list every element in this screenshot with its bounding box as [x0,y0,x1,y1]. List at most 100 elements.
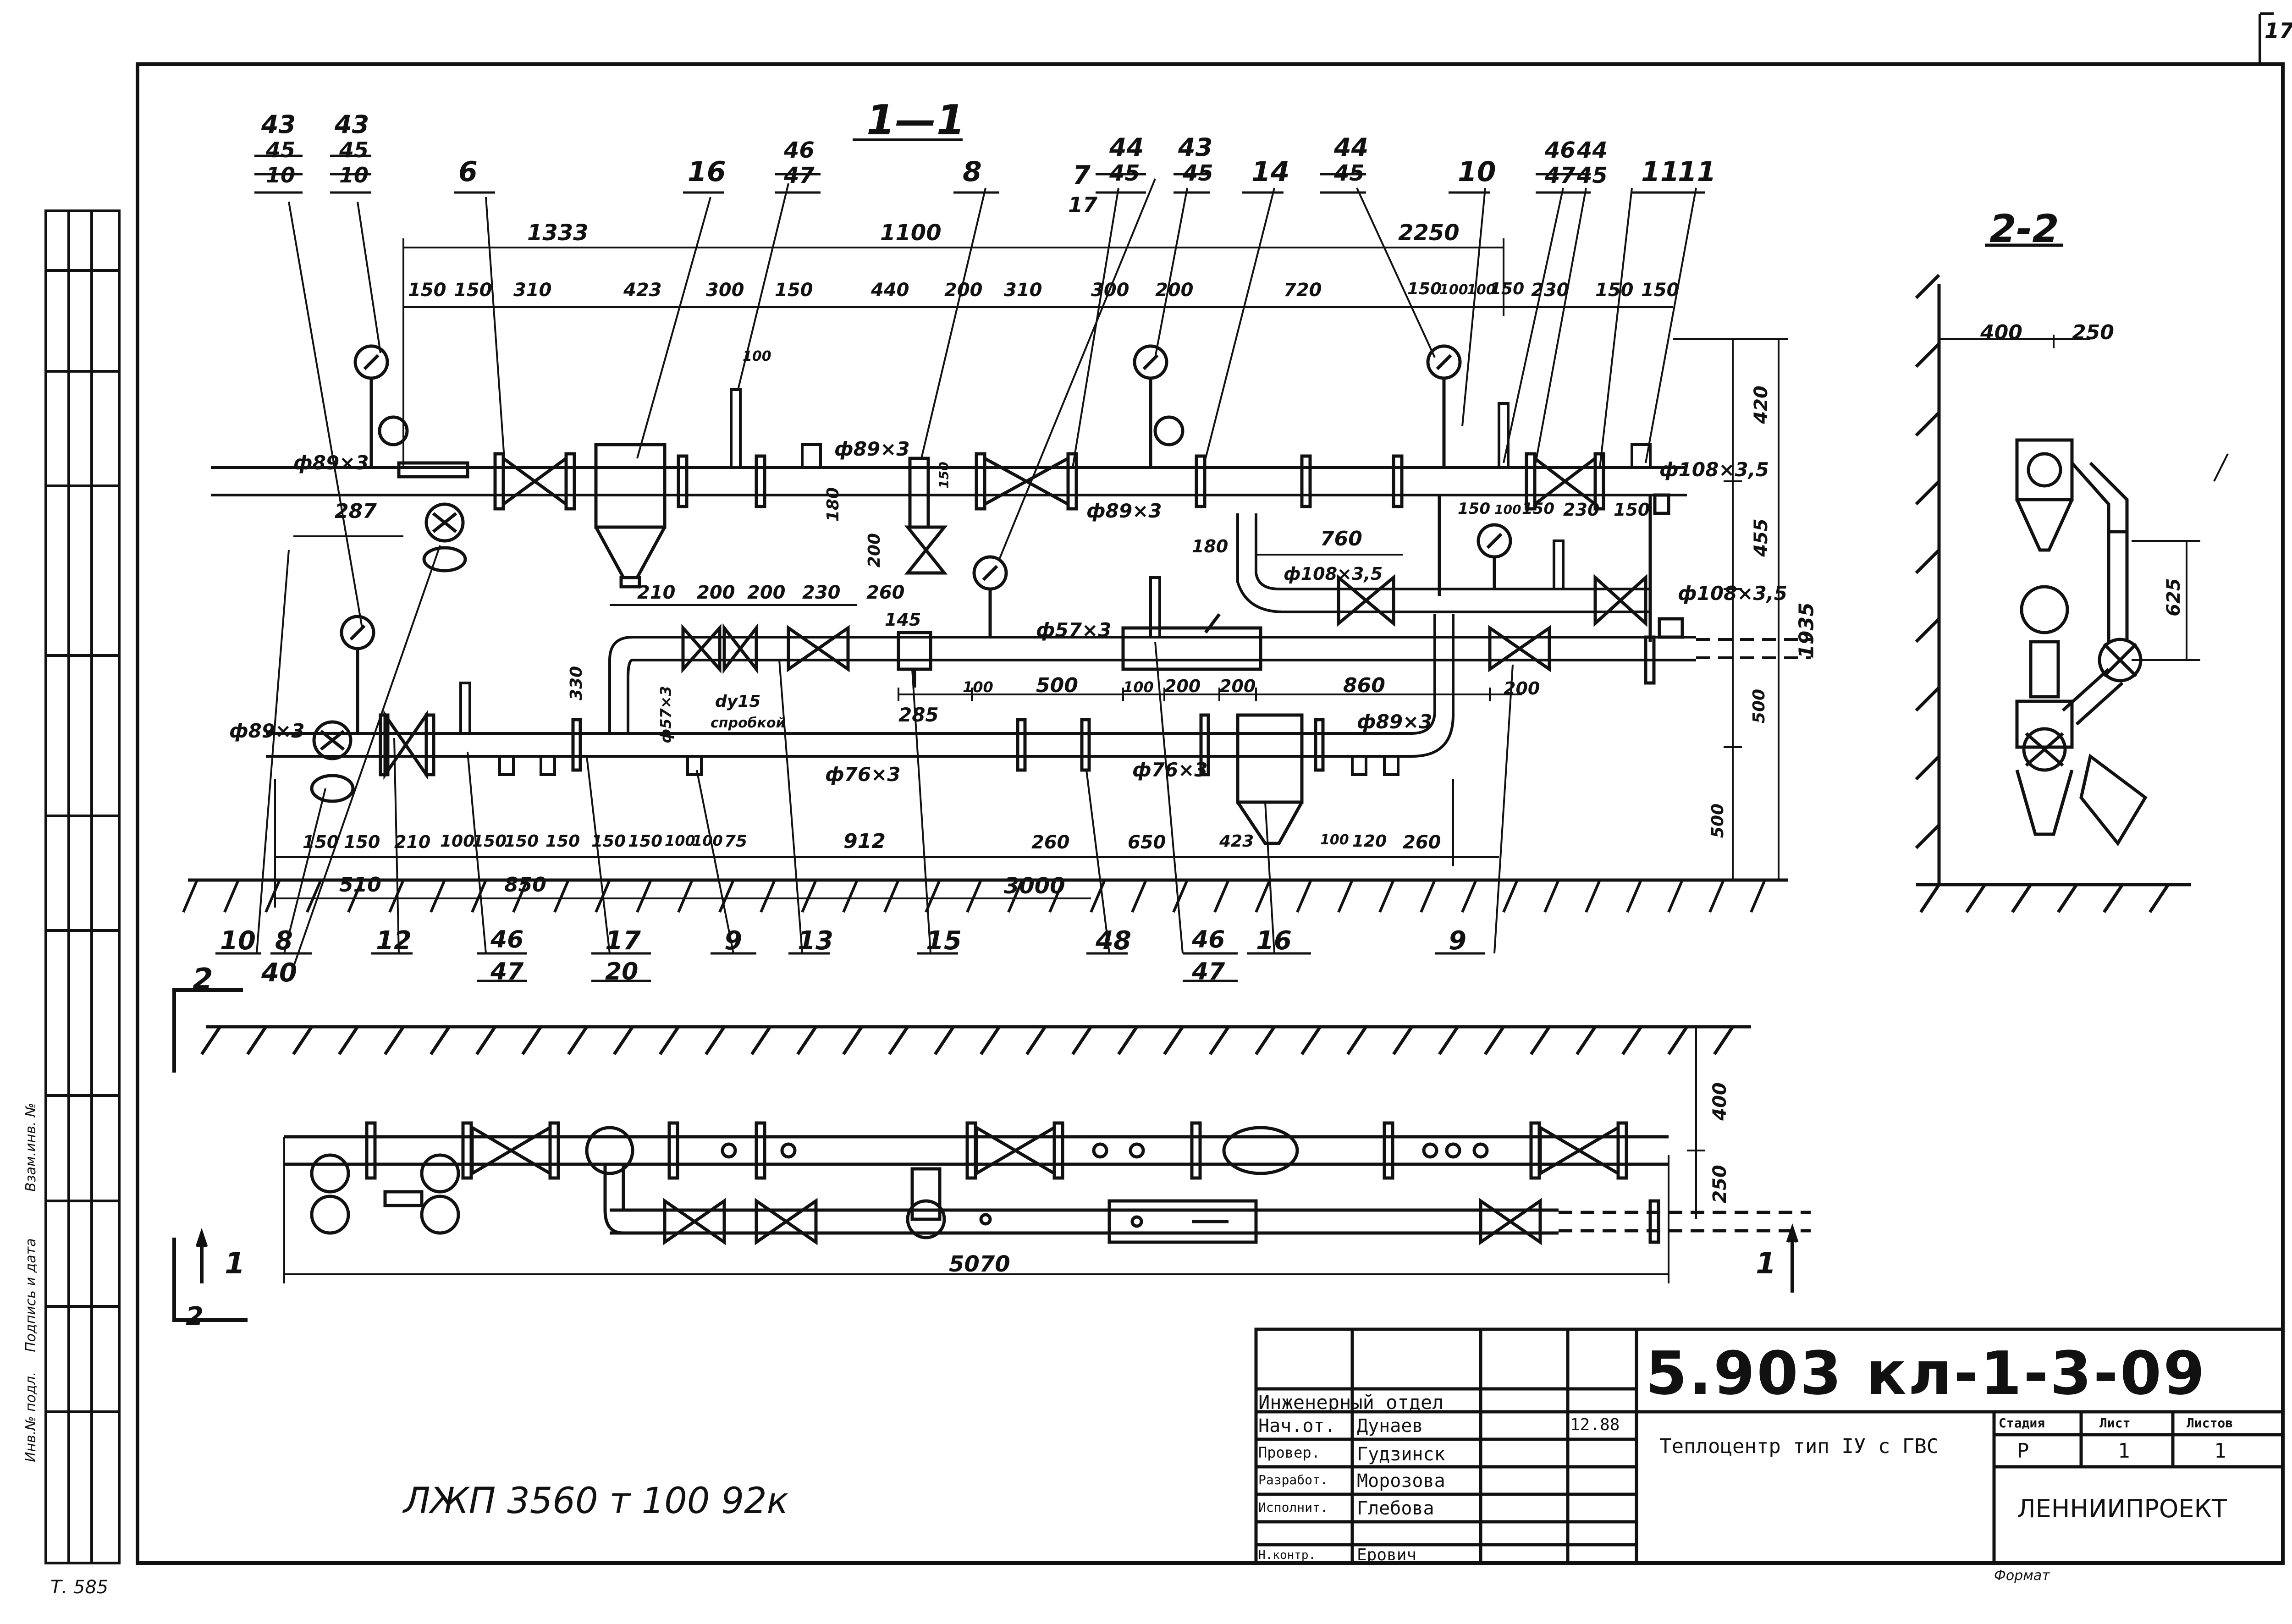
leader-label: 10 [1458,156,1496,188]
dimension-lines-right [1673,338,1788,880]
leader-label: 47 [1545,163,1576,188]
dim-label: 300 [706,280,744,301]
role-name: Ерович [1357,1546,1417,1564]
lower-flanges [379,713,1325,776]
dim-label: 455 [1750,518,1772,557]
dim-label: 120 [1352,832,1387,851]
dim-label: 760 [1320,527,1362,551]
stage-value: Р [2017,1439,2029,1463]
leader-label: 45 [1577,163,1608,188]
role-name: Гудзинск [1357,1444,1445,1465]
dim-label: 2250 [1398,220,1460,246]
dim-label: 180 [824,487,843,522]
dim-label: 300 [1091,280,1129,301]
leader-label: 46 [784,138,815,163]
leader-label: 47 [1192,958,1225,985]
leader-label: 8 [963,156,982,188]
dim-label: 200 [1219,676,1256,696]
leader-label: 17 [1068,193,1098,217]
leader-label: 43 [261,110,296,139]
dim-label: 330 [567,666,586,701]
dim-label: 287 [335,500,377,523]
leader-lines-bottom [256,545,1514,968]
title-block-grid [1254,1327,2285,1565]
leader-label: 45 [1334,160,1365,186]
dim-label: 310 [513,280,552,301]
leader-label: 10 [266,163,296,187]
dim-label: 850 [504,873,546,897]
dim-label: 200 [865,533,884,568]
dim-label: 260 [1403,832,1441,853]
dim-label: 150 [545,832,580,851]
dim-label: 912 [843,830,886,853]
lower-main-pipe [266,614,1455,758]
dim-label: 100 [1467,282,1496,298]
dim-label: 150 [504,832,539,851]
leader-label: 11 [1641,156,1680,188]
dim-label: 100 [1320,832,1349,848]
leader-label: 43 [335,110,369,139]
dim-label: 210 [637,582,676,603]
dim-label: 100 [1494,502,1521,517]
leader-label: 6 [458,156,478,188]
dim-label: 200 [1504,678,1540,699]
leader-label: 16 [688,156,726,188]
doc-code: 5.903 кл-1-3-09 [1646,1338,2207,1408]
dim-label: 150 [1595,280,1634,301]
dim-label: 310 [1004,280,1042,301]
dim-label: 150 [408,280,446,301]
doc-title: Теплоцентр тип IУ с ГВС [1659,1435,1939,1458]
dim-label: 400 [1709,1082,1730,1121]
sheets-header: Листов [2187,1415,2233,1431]
dim-label: 150 [1407,280,1442,298]
sheet-header: Лист [2099,1415,2131,1431]
leader-label: 13 [798,926,833,956]
leader-label: 40 [261,958,297,988]
dim-label: 150 [936,462,952,489]
dim-label: 250 [2072,321,2114,344]
plan-cut-label-bottom: 2 [186,1302,204,1332]
dim-label: 100 [743,348,771,364]
leader-label: 16 [1256,926,1292,956]
thermometers [459,388,1652,776]
dim-label: 200 [747,582,786,603]
leader-label: 45 [1183,160,1213,186]
dim-label: 100 [692,832,723,849]
leader-label: 10 [339,163,369,187]
dim-label: 1935 [1795,602,1818,659]
upper-flanges [493,452,1605,511]
pipe-label: ф108×3,5 [1284,564,1383,584]
dim-label: 250 [1709,1165,1730,1203]
leader-label: 47 [784,163,815,188]
pipe-label: ф108×3,5 [1659,458,1769,481]
label-underlines [254,154,1705,194]
leader-label: 8 [275,926,293,956]
leader-label: 45 [339,138,369,162]
dim-label: 150 [454,280,492,301]
dim-label: 180 [1192,536,1229,556]
dim-label: 1100 [880,220,942,246]
leader-label: 10 [220,926,256,956]
role-label: Провер. [1258,1444,1320,1461]
leader-label: 48 [1096,926,1131,956]
handwritten-note: ЛЖП 3560 т 100 92к [403,1481,788,1522]
dim-label: 625 [2163,578,2184,617]
dim-label: 510 [339,873,381,897]
dim-label: 200 [944,280,983,301]
dim-label: 100 [440,832,475,851]
sheet-number: 17 [2264,18,2292,43]
dim-label: 720 [1284,280,1322,301]
role-label: Нач.от. [1258,1415,1336,1437]
leader-label: 15 [926,926,962,956]
dim-label: 150 [591,832,626,851]
role-name: Дунаев [1357,1415,1423,1437]
bottom-label-underlines [215,952,1485,982]
leader-label: 17 [605,926,641,956]
dim-label: 230 [1563,500,1600,520]
mud-separator-upper [594,443,667,589]
department: Инженерный отдел [1258,1391,1444,1414]
dim-label: 150 [1522,500,1554,518]
dim-label: 500 [1036,674,1078,697]
dim-label: 420 [1750,385,1772,424]
stage-header: Стадия [1999,1415,2045,1431]
